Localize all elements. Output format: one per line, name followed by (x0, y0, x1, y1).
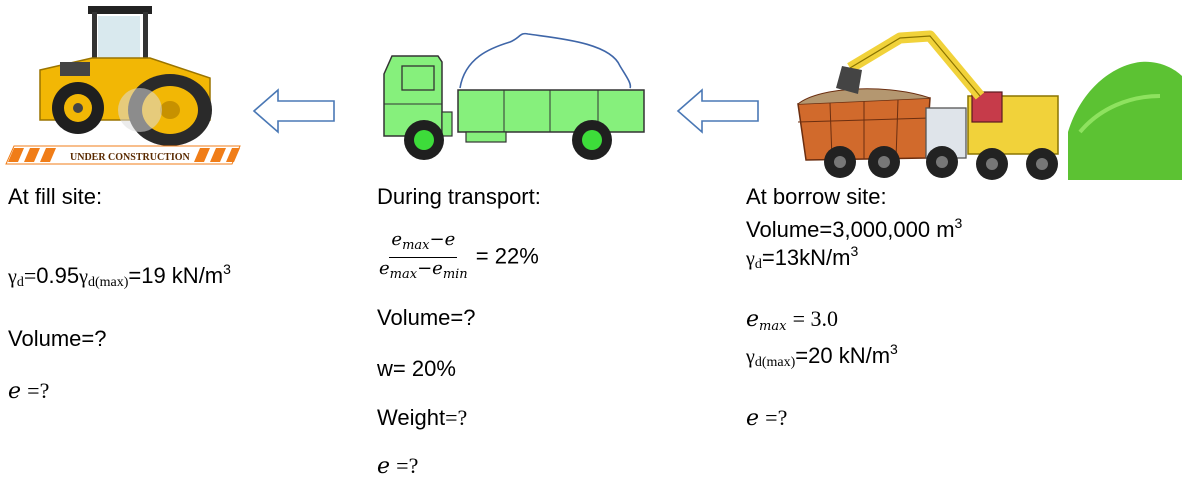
road-roller-illustration: UNDER CONSTRUCTION (5, 6, 241, 165)
transport-weight: Weight=? (377, 405, 468, 430)
borrow-site-title: At borrow site: (746, 184, 887, 209)
borrow-dry-unit-weight: γd=13kN/m3 (746, 243, 859, 272)
transport-volume: Volume=? (377, 305, 476, 330)
left-arrow-icon (676, 88, 759, 134)
banner-text: UNDER CONSTRUCTION (70, 152, 191, 163)
left-arrow-icon (252, 88, 335, 134)
fill-dry-unit-weight: γd=0.95γd(max)=19 kN/m3 (8, 261, 231, 290)
borrow-max-dry-unit-weight: γd(max)=20 kN/m3 (746, 341, 898, 370)
fill-void-ratio: e =? (8, 378, 50, 404)
transport-void-ratio: e =? (377, 453, 419, 479)
fill-site-title: At fill site: (8, 184, 103, 209)
borrow-volume: Volume=3,000,000 m3 (746, 215, 963, 242)
borrow-void-ratio: e =? (746, 405, 788, 431)
borrow-emax: emax = 3.0 (746, 306, 838, 334)
transport-water-content: w= 20% (377, 356, 456, 381)
dump-truck-illustration (383, 32, 645, 160)
excavator-illustration (797, 12, 1182, 180)
fill-volume: Volume=? (8, 326, 107, 351)
transport-title: During transport: (377, 184, 541, 209)
relative-density-equation: emax−e emax−emin = 22% (379, 229, 539, 283)
